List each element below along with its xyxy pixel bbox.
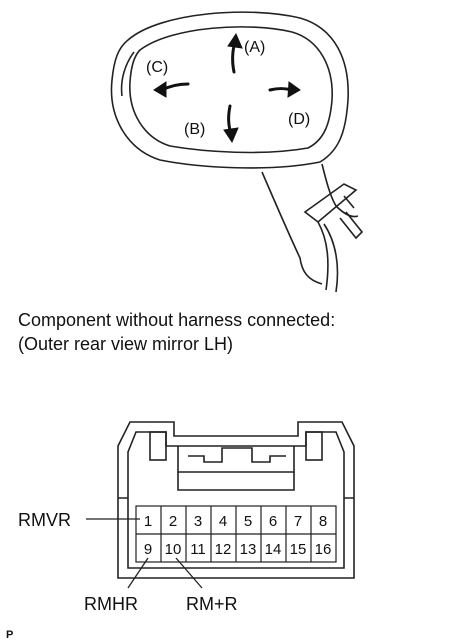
- arrow-up-head-icon: [227, 32, 243, 49]
- arrow-left-head-icon: [153, 81, 167, 98]
- mirror-label-d: (D): [288, 111, 310, 128]
- pin-number: 5: [244, 513, 252, 530]
- pin-number: 16: [315, 541, 332, 558]
- mirror-base-plate: [303, 183, 358, 224]
- pin-number: 15: [290, 541, 307, 558]
- pin-number: 10: [165, 541, 182, 558]
- caption-line-1: Component without harness connected:: [18, 310, 336, 330]
- wire-label-rmr: RM+R: [186, 594, 238, 614]
- pin-number: 11: [190, 541, 206, 558]
- mirror-illustration: [110, 11, 364, 293]
- component-caption: Component without harness connected: (Ou…: [18, 308, 335, 356]
- pin-number: 14: [265, 541, 282, 558]
- arrow-down-head-icon: [223, 127, 239, 144]
- pin-number: 6: [269, 513, 277, 530]
- arrow-right-head-icon: [287, 81, 301, 98]
- pin-number: 13: [240, 541, 257, 558]
- mirror-housing-outline: [110, 11, 349, 169]
- wire-label-rmhr: RMHR: [84, 594, 138, 614]
- pin-number: 2: [169, 513, 177, 530]
- mirror-plug: [339, 195, 364, 240]
- pin-number: 3: [194, 513, 202, 530]
- mirror-housing-edge: [120, 51, 135, 97]
- mirror-cable: [317, 221, 339, 293]
- connector-pin-grid: [135, 505, 337, 563]
- mirror-label-a: (A): [244, 39, 265, 56]
- pin-number: 12: [215, 541, 232, 558]
- mirror-glass-outline: [129, 26, 333, 154]
- mirror-direction-arrows: [153, 32, 301, 144]
- wire-label-rmvr: RMVR: [18, 510, 71, 530]
- mirror-label-c: (C): [146, 59, 168, 76]
- leader-rmhr: [127, 557, 149, 589]
- pin-number: 8: [319, 513, 327, 530]
- pin-number: 9: [144, 541, 152, 558]
- corner-mark: P: [6, 629, 13, 641]
- pin-number: 4: [219, 513, 227, 530]
- mirror-arm-outline: [261, 163, 359, 285]
- wire-leader-lines: [86, 518, 203, 589]
- caption-line-2: (Outer rear view mirror LH): [18, 334, 234, 354]
- connector-outline: [117, 421, 355, 579]
- pin-number: 1: [144, 513, 152, 530]
- leader-rmr: [175, 557, 203, 589]
- pin-number: 7: [294, 513, 302, 530]
- mirror-label-b: (B): [184, 121, 205, 138]
